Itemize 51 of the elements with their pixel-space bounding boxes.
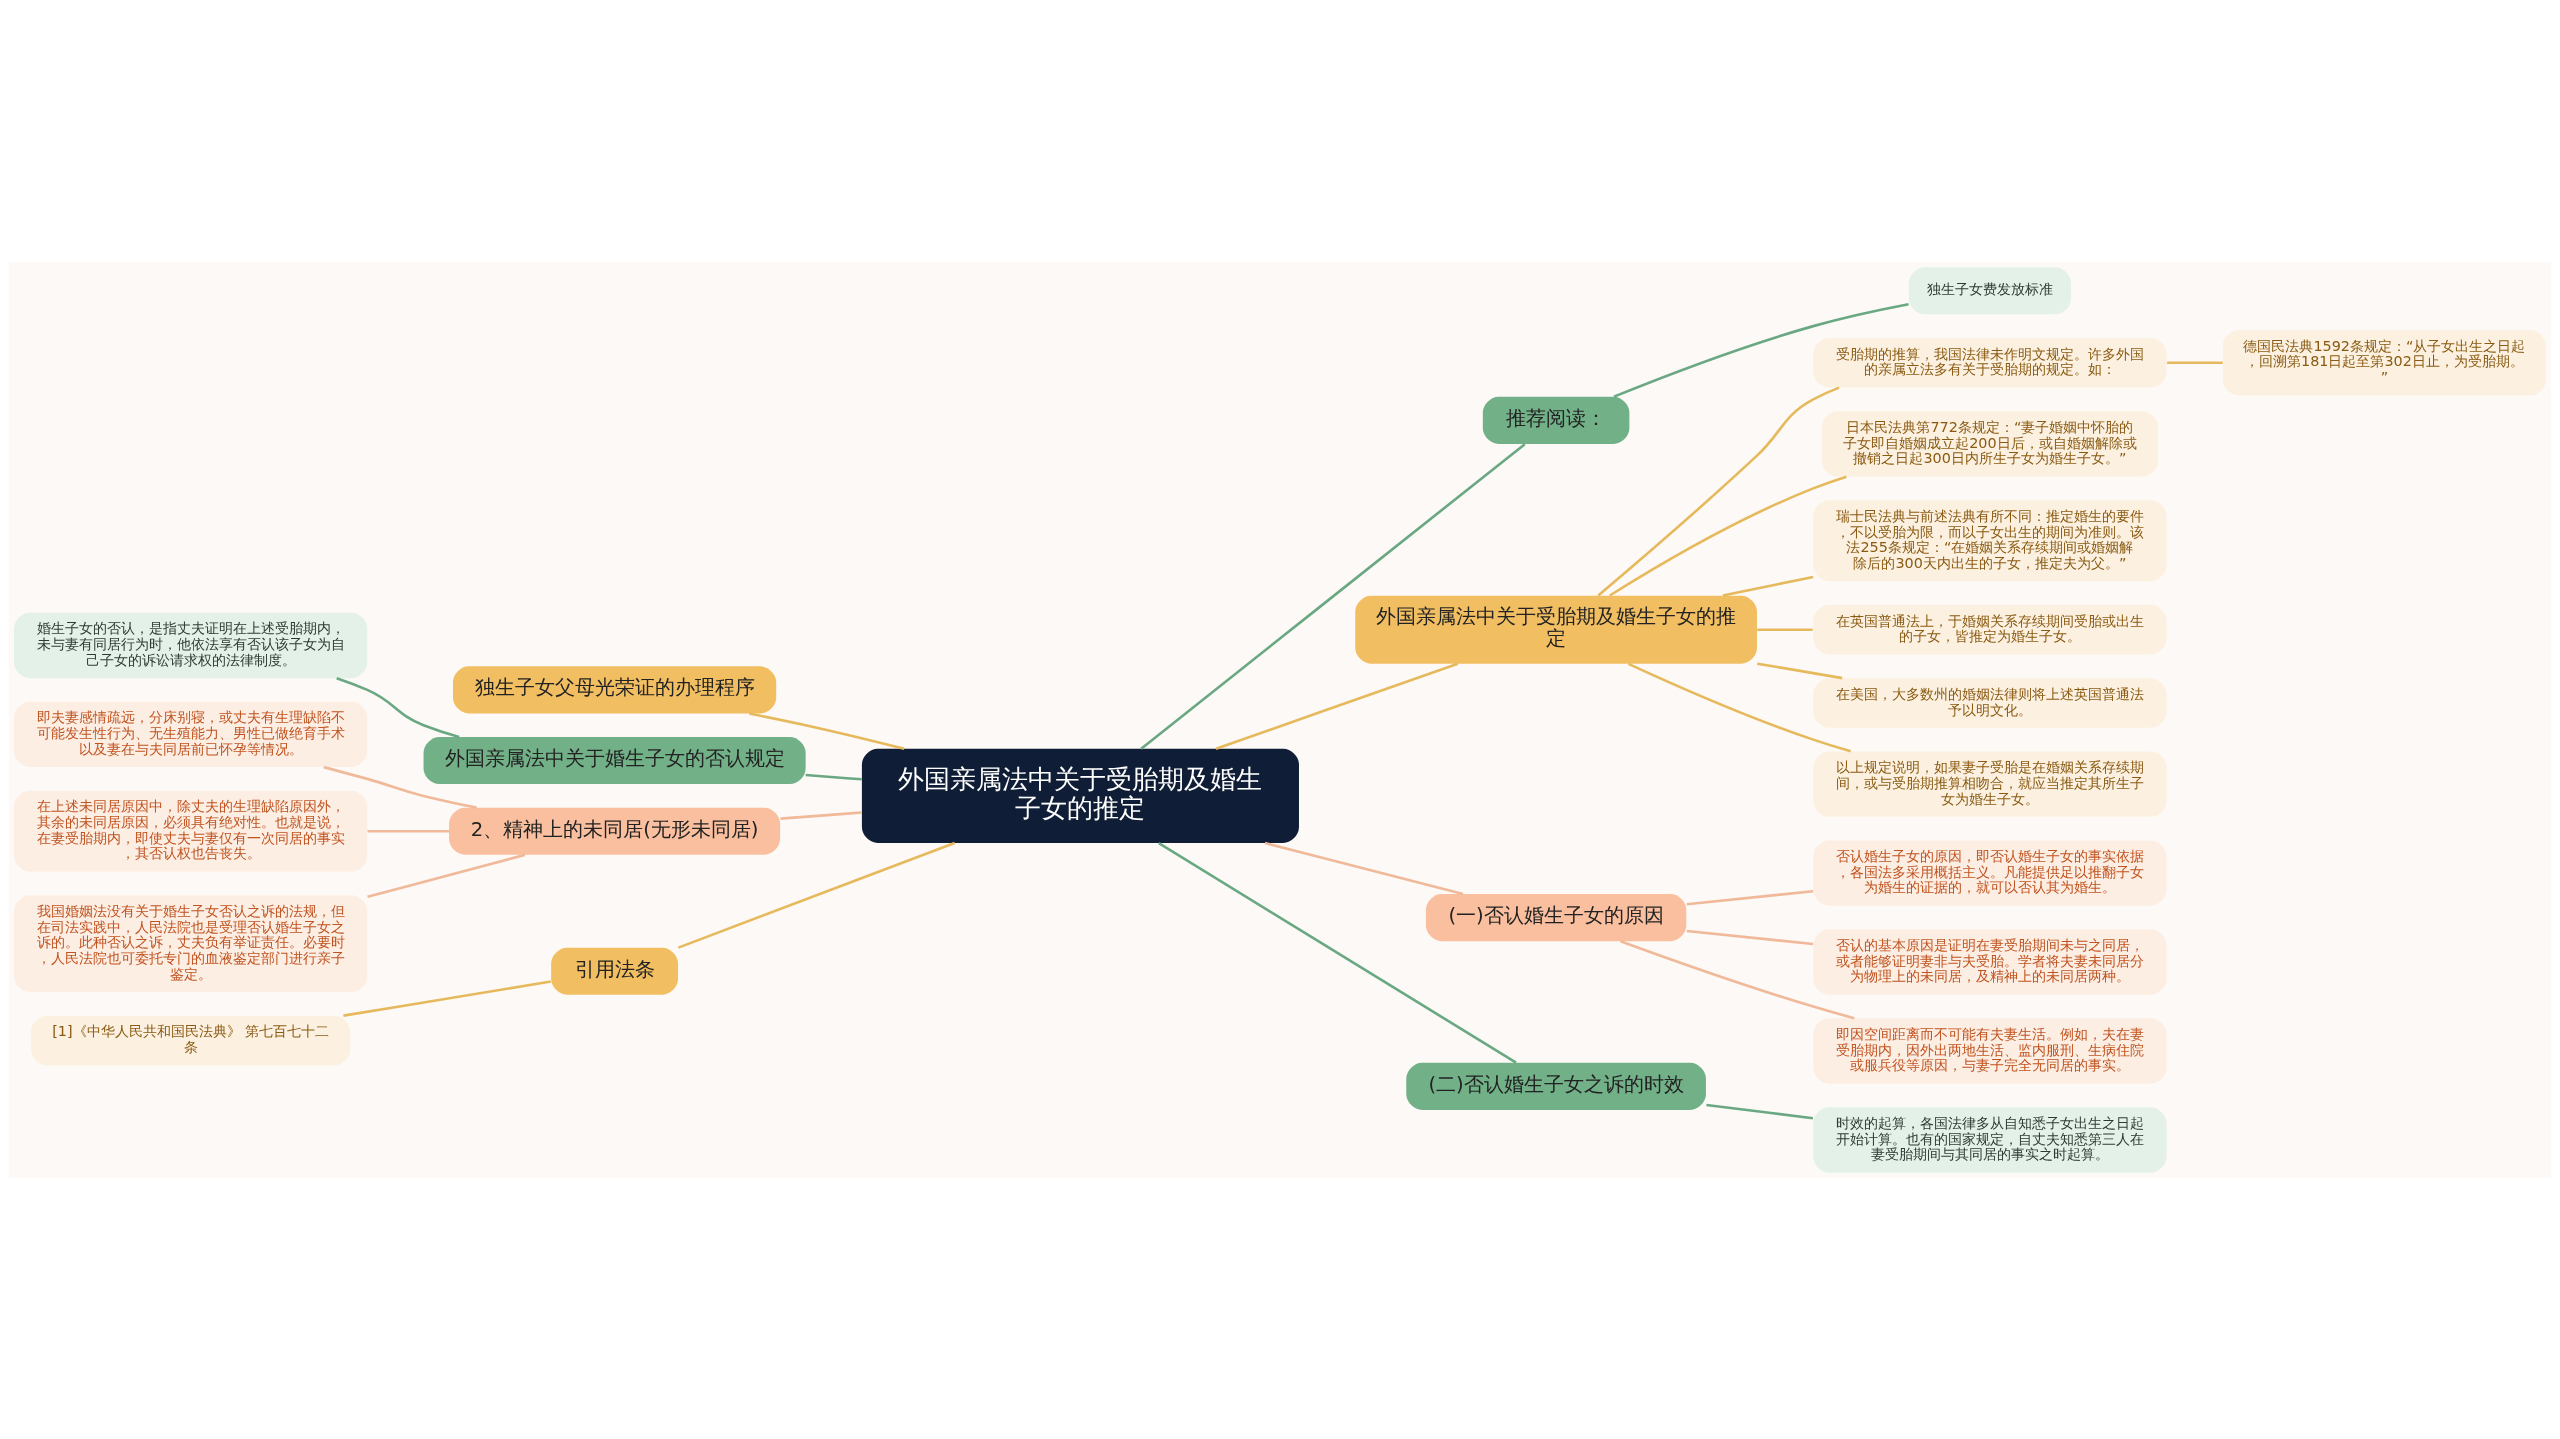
connector — [780, 810, 862, 820]
connector — [1706, 1103, 1814, 1119]
connector — [1158, 841, 1517, 1064]
node-box: 独生子女父母光荣证的办理程序 — [453, 665, 777, 713]
node-box: (二)否认婚生子女之诉的时效 — [1406, 1062, 1706, 1110]
connector — [1620, 939, 1855, 1019]
node-box: 引用法条 — [551, 947, 679, 995]
node-box: 否认的基本原因是证明在妻受胎期间未与之同居，或者能够证明妻非与夫受胎。学者将夫妻未同居分为物理上的未同居，及精神上的未同居两种。 — [1813, 928, 2167, 995]
node-box: 外国亲属法中关于受胎期及婚生子女的推定 — [1355, 595, 1757, 664]
node-box: 即因空间距离而不可能有夫妻生活。例如，夫在妻受胎期内，因外出两地生活、监内服刑、生病住院或服兵役等原因，与妻子完全无同居的事实。 — [1813, 1017, 2167, 1084]
connector — [1597, 385, 1840, 596]
node-box: [1]《中华人民共和国民法典》 第七百七十二条 — [30, 1015, 351, 1065]
connector — [1686, 889, 1814, 906]
node-box: 独生子女费发放标准 — [1908, 266, 2072, 314]
connector — [805, 773, 862, 781]
node-box: 在英国普通法上，于婚姻关系存续期间受胎或出生的子女，皆推定为婚生子女。 — [1813, 604, 2167, 655]
node-box: 以上规定说明，如果妻子受胎是在婚姻关系存续期间，或与受胎期推算相吻合，就应当推定其所生子女为婚生子女。 — [1813, 750, 2167, 817]
node-box: 时效的起算，各国法律多从自知悉子女出生之日起开始计算。也有的国家规定，自丈夫知悉第三人在妻受胎期间与其同居的事实之时起算。 — [1813, 1106, 2167, 1173]
connector — [367, 829, 450, 833]
connector — [2167, 360, 2223, 364]
connector — [1215, 662, 1459, 750]
node-box: 瑞士民法典与前述法典有所不同：推定婚生的要件，不以受胎为限，而以子女出生的期间为准则。该法255条规定：“在婚姻关系存续期间或婚姻解除后的300天内出生的子女，推定夫为父。” — [1813, 499, 2167, 581]
connector — [677, 841, 956, 949]
node-box: 在上述未同居原因中，除丈夫的生理缺陷原因外，其余的未同居原因，必须具有绝对性。也就是说，在妻受胎期内，即使丈夫与妻仅有一次同居的事实，其否认权也告丧失。 — [13, 790, 368, 872]
connector — [1757, 627, 1813, 631]
connector — [1686, 929, 1814, 945]
node-box: 推荐阅读： — [1482, 396, 1630, 444]
connector — [1609, 474, 1847, 597]
node-box: 日本民法典第772条规定：“妻子婚姻中怀胎的子女即自婚姻成立起200日后，或自婚姻解除或撤销之日起300日内所生子女为婚生子女。” — [1821, 410, 2159, 477]
connector — [1722, 575, 1814, 597]
node-box: 受胎期的推算，我国法律未作明文规定。许多外国的亲属立法多有关于受胎期的规定。如： — [1813, 337, 2167, 388]
node-box: (一)否认婚生子女的原因 — [1425, 893, 1687, 941]
connector — [749, 711, 905, 750]
connector — [1264, 841, 1464, 895]
node-box: 即夫妻感情疏远，分床别寝，或丈夫有生理缺陷不可能发生性行为、无生殖能力、男性已做绝育手术以及妻在与夫同居前已怀孕等情况。 — [13, 701, 368, 767]
node-box: 在美国，大多数州的婚姻法律则将上述英国普通法予以明文化。 — [1813, 677, 2167, 728]
connector — [367, 853, 526, 898]
node-box: 外国亲属法中关于婚生子女的否认规定 — [423, 736, 806, 784]
node-box: 2、精神上的未同居(无形未同居) — [449, 807, 781, 855]
connector — [1627, 662, 1851, 753]
connector — [1613, 302, 1909, 398]
connector — [336, 676, 460, 738]
connector — [1757, 661, 1843, 679]
connector — [343, 979, 552, 1017]
node-box: 我国婚姻法没有关于婚生子女否认之诉的法规，但在司法实践中，人民法院也是受理否认婚生子女之诉的。此种否认之诉，丈夫负有举证责任。必要时，人民法院也可委托专门的血液鉴定部门进行亲子鉴定。 — [13, 894, 368, 992]
node-box: 否认婚生子女的原因，即否认婚生子女的事实依据，各国法多采用概括主义。凡能提供足以推翻子女为婚生的证据的，就可以否认其为婚生。 — [1813, 839, 2167, 906]
node-box: 婚生子女的否认，是指丈夫证明在上述受胎期内，未与妻有同居行为时，他依法享有否认该子女为自己子女的诉讼请求权的法律制度。 — [13, 612, 368, 678]
node-box: 外国亲属法中关于受胎期及婚生子女的推定 — [861, 748, 1299, 843]
connector — [323, 765, 477, 809]
node-box: 德国民法典1592条规定：“从子女出生之日起，回溯第181日起至第302日止，为受胎期。” — [2222, 329, 2547, 395]
connector — [1140, 442, 1526, 750]
